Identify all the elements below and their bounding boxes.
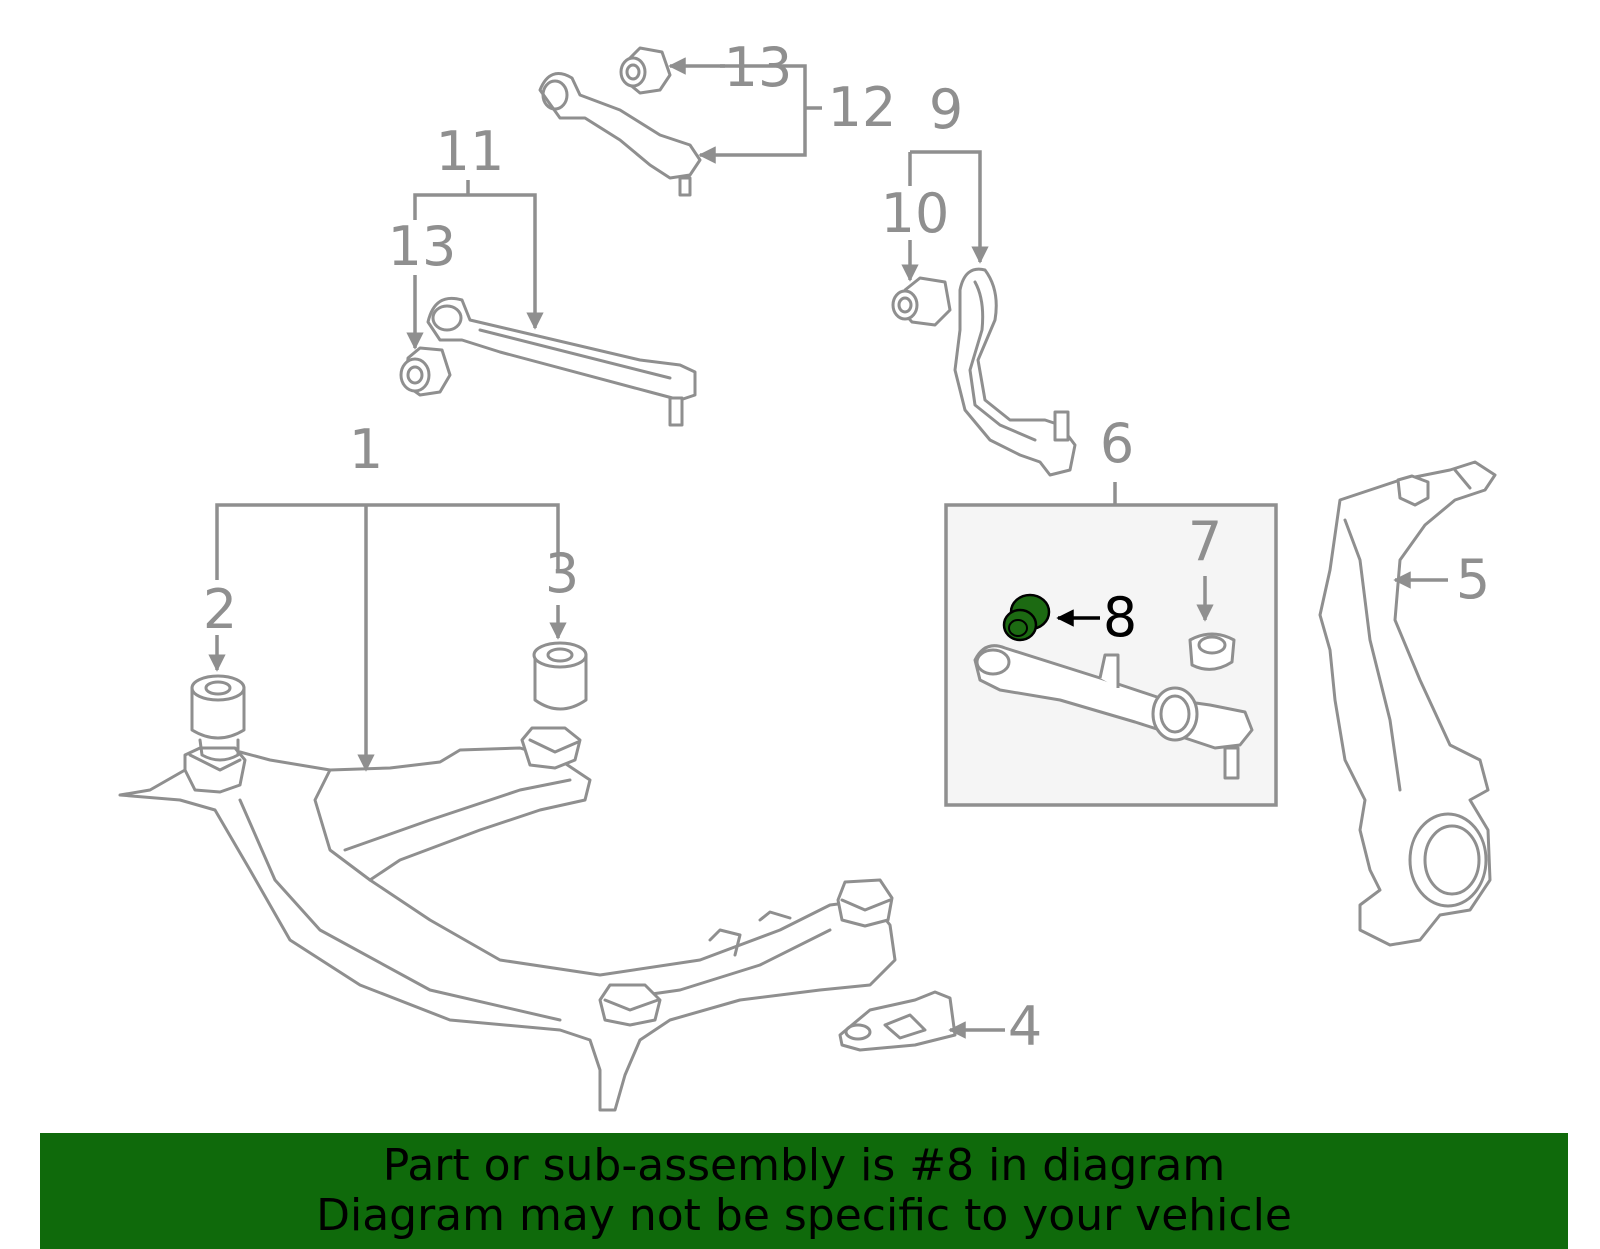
control-arm-12-part [538,72,702,197]
callout-10: 10 [881,182,950,245]
steering-knuckle-5-part [1318,460,1497,947]
bushing-13-upper-part [619,46,672,95]
banner-line-1: Part or sub-assembly is #8 in diagram [382,1140,1226,1191]
callout-5: 5 [1456,548,1490,611]
callout-6: 6 [1100,412,1134,475]
callout-1: 1 [349,418,383,481]
bushing-7-part [1188,632,1236,671]
control-arm-6-part [973,644,1254,780]
bushing-13-lower-part [399,346,452,397]
callout-13-upper: 13 [724,36,793,99]
bushing-8-highlighted-part [1002,593,1051,642]
callout-2: 2 [203,578,237,641]
callout-7: 7 [1188,510,1222,573]
bushing-2-part [190,674,246,762]
callout-12: 12 [828,76,897,139]
callout-11: 11 [436,120,505,183]
callout-3: 3 [545,542,579,605]
callout-8: 8 [1103,586,1137,649]
info-banner: Part or sub-assembly is #8 in diagram Di… [40,1133,1568,1249]
subframe-part [118,726,897,1112]
control-arm-9-part [953,267,1077,477]
callout-13-lower: 13 [388,215,457,278]
bushing-3-part [532,641,588,711]
banner-line-2: Diagram may not be specific to your vehi… [316,1190,1292,1241]
bushing-10-part [891,276,952,327]
leader-lines [208,57,1448,1039]
callout-9: 9 [929,78,963,141]
callout-4: 4 [1008,995,1042,1058]
mount-4-part [838,990,957,1052]
control-arm-11-part [426,296,697,427]
